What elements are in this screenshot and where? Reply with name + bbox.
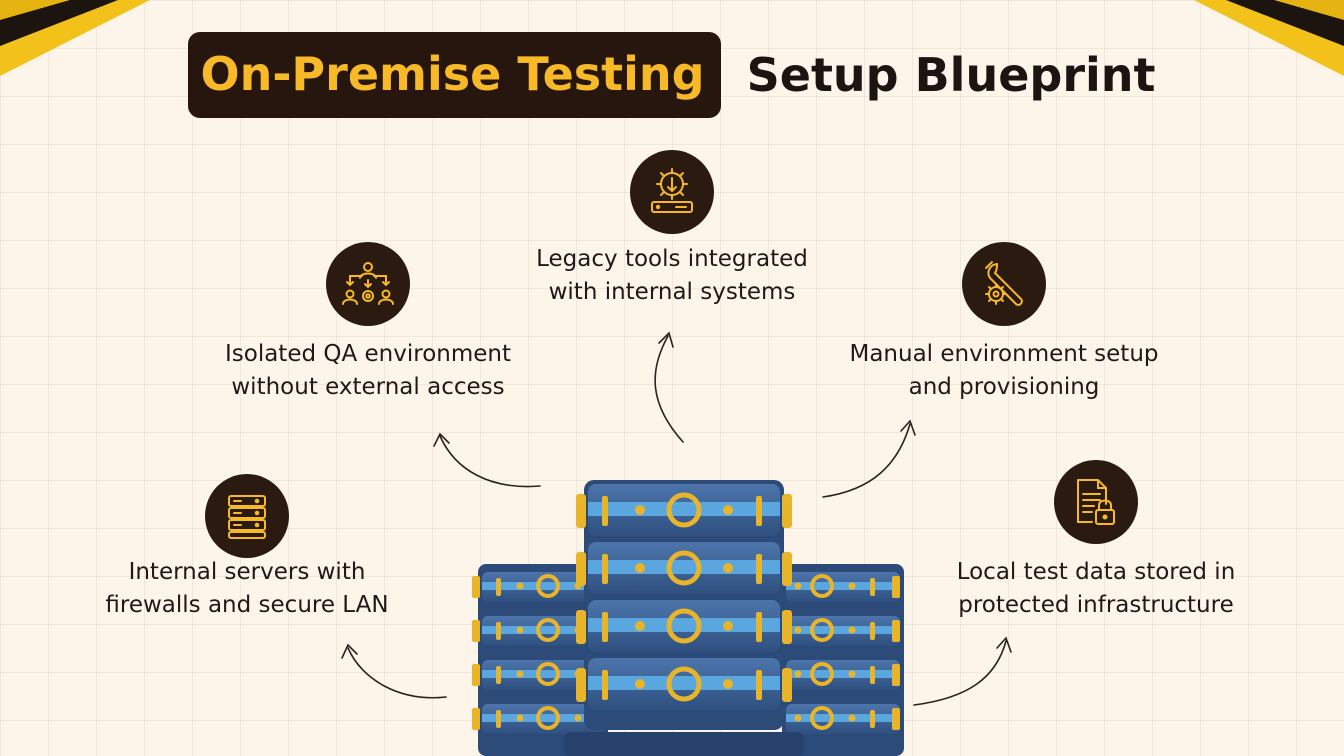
title-rest: Setup Blueprint (746, 48, 1156, 102)
server-stack-right (782, 564, 904, 756)
label-manual-setup: Manual environment setup and provisionin… (849, 341, 1159, 400)
arrow-to-manual-setup (822, 419, 916, 498)
page-title: On-Premise Testing Setup Blueprint (0, 32, 1344, 118)
server-stack-center (564, 480, 804, 756)
arrow-to-internal-servers (341, 643, 447, 699)
label-internal-servers: Internal servers with firewalls and secu… (105, 559, 389, 618)
corner-decoration-right (1194, 0, 1344, 76)
title-highlight: On-Premise Testing (188, 32, 721, 118)
gear-download-server-icon (630, 150, 714, 234)
arrow-to-isolated-qa (433, 432, 541, 488)
server-stack-illustration (470, 480, 904, 756)
label-local-data: Local test data stored in protected infr… (956, 559, 1236, 618)
label-legacy-tools: Legacy tools integrated with internal sy… (536, 246, 808, 305)
users-network-icon (326, 242, 410, 326)
wrench-gear-icon (962, 242, 1046, 326)
arrow-to-legacy-tools (654, 331, 684, 443)
document-lock-icon (1054, 460, 1138, 544)
corner-decoration-left (0, 0, 150, 76)
label-isolated-qa: Isolated QA environment without external… (224, 341, 512, 400)
server-rack-icon (205, 474, 289, 558)
server-stack-left (470, 564, 608, 756)
arrow-to-local-data (913, 636, 1012, 706)
